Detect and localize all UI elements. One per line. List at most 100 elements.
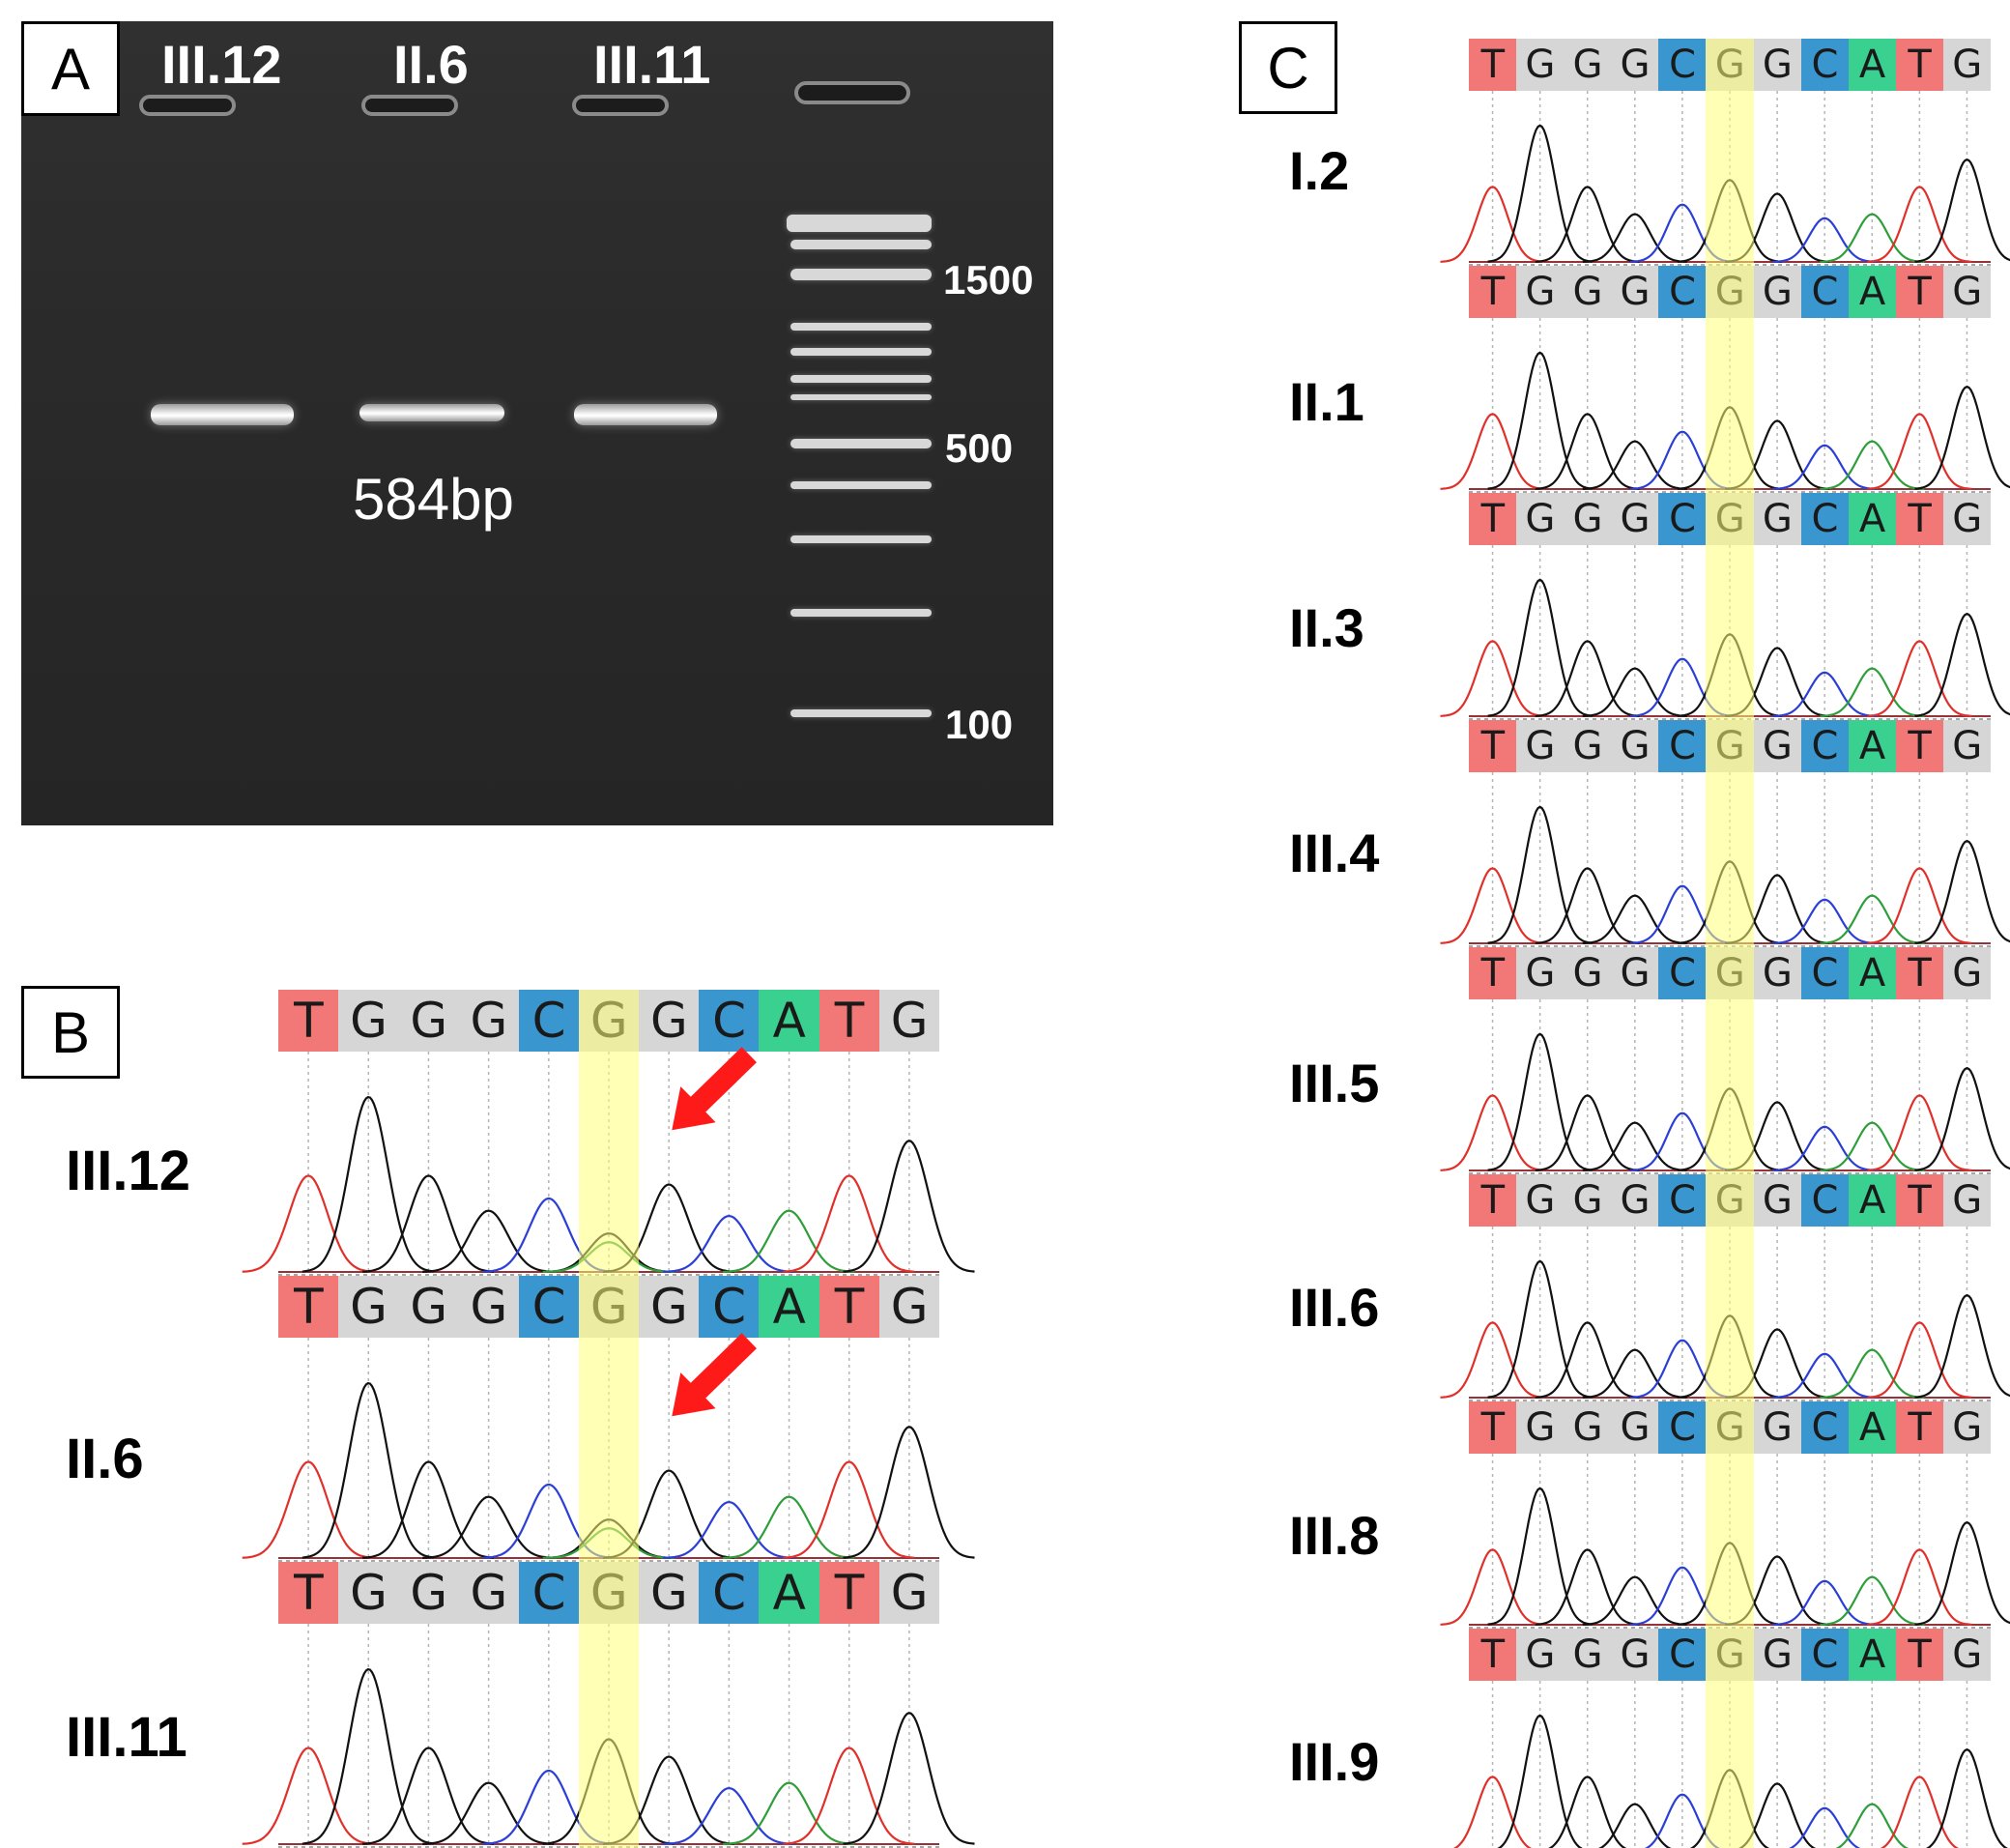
base-cell-g: G (1564, 947, 1612, 999)
panel-c-sample-label: III.6 (1289, 1277, 1380, 1338)
sequence-bar: TGGGCGGCATG (1469, 1629, 1992, 1681)
chromatogram-trace (1453, 1681, 2008, 1848)
trace-peak-t (242, 1174, 374, 1273)
base-cell-g: G (1611, 947, 1659, 999)
mutation-arrow-icon (672, 1333, 757, 1417)
base-cell-t: T (1895, 1174, 1944, 1227)
base-cell-g: G (1942, 947, 1992, 999)
trace-peak-g (1487, 578, 1593, 717)
ladder-band (790, 535, 932, 543)
trace-peak-t (783, 1460, 915, 1559)
sequence-bar: TGGGCGGCATG (1469, 720, 1992, 772)
base-cell-t: T (1895, 266, 1944, 318)
trace-peak-a (1820, 440, 1925, 490)
trace-peak-c (663, 1500, 795, 1559)
trace-peak-t (1867, 1321, 1972, 1399)
base-cell-c: C (1658, 493, 1707, 545)
base-cell-t: T (818, 1276, 880, 1338)
variant-highlight-column (1706, 39, 1754, 1848)
trace-peak-c (1772, 217, 1878, 263)
base-cell-g: G (338, 1276, 399, 1338)
trace-peak-g (302, 1095, 435, 1273)
base-cell-t: T (1469, 947, 1517, 999)
trace-peak-t (1867, 1548, 1972, 1626)
base-cell-t: T (1895, 1629, 1944, 1681)
band-lane-2 (359, 404, 504, 421)
base-cell-g: G (1611, 1174, 1659, 1227)
trace-peak-g (302, 1381, 435, 1559)
base-cell-t: T (1895, 720, 1944, 772)
base-cell-g: G (1611, 493, 1659, 545)
base-cell-t: T (278, 1276, 339, 1338)
trace-peak-g (1914, 1066, 2010, 1171)
base-cell-g: G (1753, 493, 1802, 545)
trace-peak-g (1582, 213, 1687, 263)
panel-b-sample-label: III.12 (66, 1140, 190, 1202)
base-cell-c: C (699, 990, 760, 1052)
trace-peak-g (422, 1781, 555, 1845)
base-cell-a: A (1848, 1629, 1897, 1681)
panel-b-sample-label: II.6 (66, 1428, 144, 1490)
lane-label-3: III.11 (593, 34, 711, 95)
base-cell-g: G (1564, 1174, 1612, 1227)
base-cell-c: C (518, 1276, 580, 1338)
band-lane-3 (574, 404, 717, 425)
panel-c-sample-label: III.8 (1289, 1505, 1380, 1566)
sequence-bar: TGGGCGGCATG (1469, 1174, 1992, 1227)
trace-peak-t (242, 1747, 374, 1845)
trace-peak-c (663, 1214, 795, 1273)
panel-c-sample-label: III.9 (1289, 1731, 1380, 1792)
trace-peak-c (1772, 1125, 1878, 1171)
panel-label-b: B (21, 986, 120, 1079)
base-cell-g: G (1516, 1401, 1565, 1454)
trace-peak-g (422, 1209, 555, 1273)
sequence-bar: TGGGCGGCATG (1469, 947, 1992, 999)
base-cell-g: G (1611, 1629, 1659, 1681)
trace-peak-g (1497, 1714, 1583, 1848)
base-cell-c: C (1800, 1174, 1850, 1227)
ladder-mark-1500: 1500 (943, 257, 1034, 303)
base-cell-a: A (1848, 1401, 1897, 1454)
trace-peak-a (1820, 1121, 1925, 1171)
base-cell-g: G (1942, 266, 1992, 318)
sequence-bar: TGGGCGGCATG (1469, 1401, 1992, 1454)
base-cell-c: C (1800, 493, 1850, 545)
base-cell-t: T (1895, 1401, 1944, 1454)
base-cell-c: C (699, 1276, 760, 1338)
base-cell-g: G (639, 1562, 700, 1624)
trace-peak-g (1487, 805, 1593, 944)
trace-peak-c (1772, 1352, 1878, 1399)
trace-peak-g (1598, 1803, 1672, 1848)
trace-peak-g (1582, 667, 1687, 717)
trace-peak-a (1820, 667, 1925, 717)
base-cell-g: G (398, 1562, 460, 1624)
base-cell-a: A (1848, 947, 1897, 999)
trace-peak-a (723, 1781, 855, 1845)
trace-peak-a (723, 1495, 855, 1559)
trace-peak-t (783, 1747, 915, 1845)
base-cell-g: G (1611, 1401, 1659, 1454)
base-cell-g: G (878, 1276, 940, 1338)
base-cell-g: G (1564, 39, 1612, 91)
trace-peak-t (1440, 1094, 1545, 1171)
trace-peak-a (1820, 894, 1925, 944)
mutation-arrow-icon (672, 1047, 757, 1131)
ladder-band (790, 609, 932, 617)
ladder-band (787, 215, 932, 232)
trace-peak-t (1440, 1321, 1545, 1399)
trace-peak-g (1487, 124, 1593, 263)
trace-peak-g (1582, 1575, 1687, 1626)
sequence-bar: TGGGCGGCATG (278, 1276, 940, 1338)
base-cell-t: T (1469, 39, 1517, 91)
trace-peak-g (843, 1712, 975, 1845)
base-cell-t: T (1469, 720, 1517, 772)
trace-peak-t (1867, 867, 1972, 944)
trace-peak-g (362, 1174, 495, 1273)
trace-peak-g (1914, 839, 2010, 944)
base-cell-a: A (759, 990, 820, 1052)
base-cell-c: C (1800, 39, 1850, 91)
base-cell-a: A (759, 1276, 820, 1338)
trace-peak-g (1535, 867, 1640, 944)
base-cell-c: C (1658, 1174, 1707, 1227)
base-cell-g: G (1753, 720, 1802, 772)
